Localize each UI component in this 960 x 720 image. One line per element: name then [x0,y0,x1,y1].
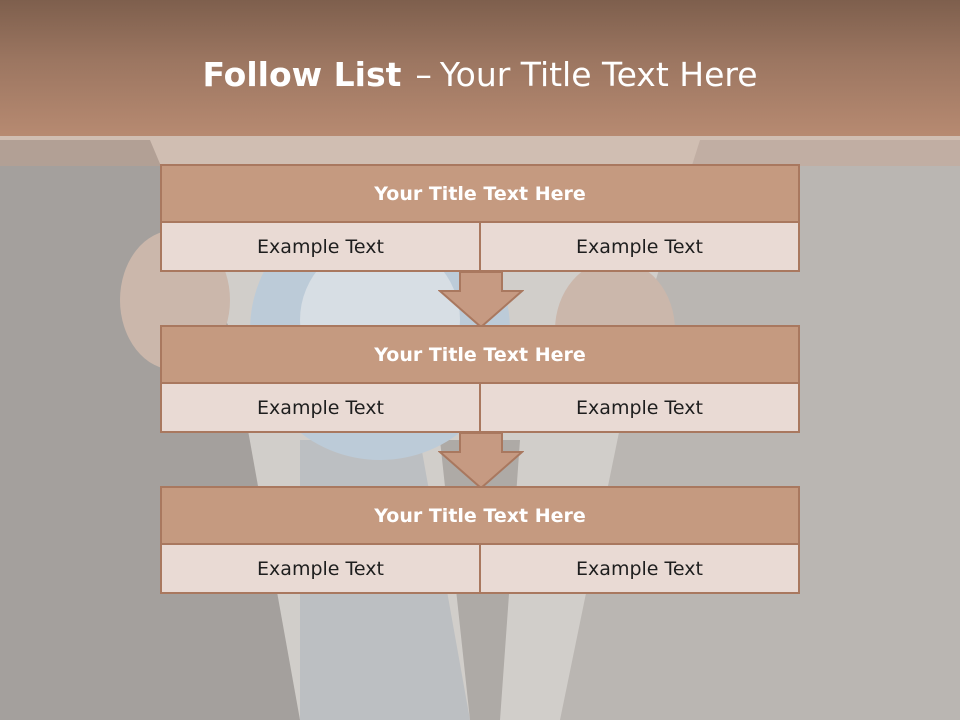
block-row: Example Text Example Text [162,223,798,270]
header-strip [0,136,960,166]
slide-title-separator: – [415,55,432,94]
slide-title-bold: Follow List [202,55,402,94]
block-cell: Example Text [162,545,479,592]
block-cell: Example Text [162,384,479,431]
block-row: Example Text Example Text [162,545,798,592]
slide-title-rest: Your Title Text Here [439,55,758,94]
block-cell: Example Text [162,223,479,270]
header-bar [0,0,960,136]
down-arrow-icon [438,271,524,329]
block-title: Your Title Text Here [162,327,798,384]
block-row: Example Text Example Text [162,384,798,431]
block-title: Your Title Text Here [162,166,798,223]
block-2: Your Title Text Here Example Text Exampl… [160,325,800,433]
block-3: Your Title Text Here Example Text Exampl… [160,486,800,594]
block-title: Your Title Text Here [162,488,798,545]
block-cell: Example Text [479,384,798,431]
block-cell: Example Text [479,223,798,270]
block-1: Your Title Text Here Example Text Exampl… [160,164,800,272]
block-cell: Example Text [479,545,798,592]
down-arrow-icon [438,432,524,490]
slide-title: Follow List–Your Title Text Here [0,52,960,98]
